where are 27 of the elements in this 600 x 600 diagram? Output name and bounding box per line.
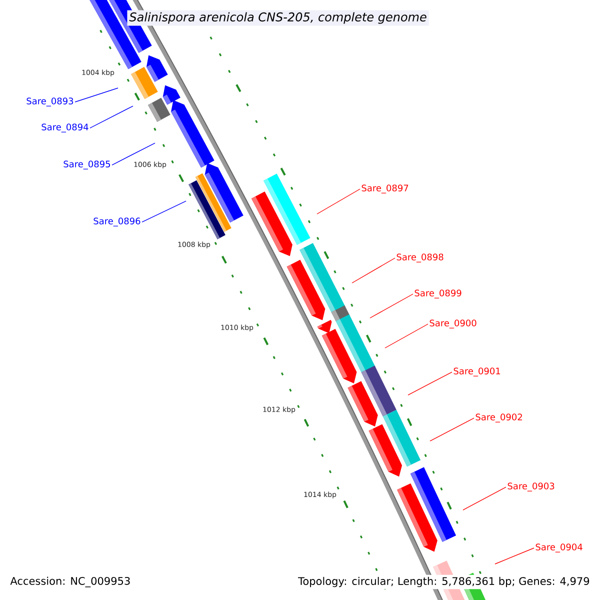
leader-line [408, 372, 452, 396]
gene-label: Sare_0903 [508, 482, 554, 492]
leader-line [316, 188, 360, 214]
gene-label: Sare_0894 [42, 124, 88, 132]
gene-label: Sare_0899 [414, 290, 462, 298]
gene-label: Sare_0904 [536, 544, 582, 552]
title: Salinispora arenicola CNS-205, complete genome [127, 10, 429, 26]
leader-line [430, 418, 474, 442]
info-text: Accession: NC_009953 [10, 576, 130, 588]
info-text: Topology: circular; Length: 5,786,361 bp; Genes: 4,979 [296, 574, 592, 590]
gene-label: Sare_0893 [26, 98, 74, 106]
leader-line [90, 106, 134, 128]
gene-label: Sare_0896 [94, 218, 140, 226]
leader-line [142, 200, 186, 222]
leader-line [74, 88, 118, 102]
gene-label: Sare_0895 [64, 160, 110, 170]
leader-line [112, 142, 156, 166]
gene-label: Sare_0901 [454, 368, 500, 376]
leader-line [352, 258, 396, 284]
leader-line [384, 324, 428, 348]
leader-line [370, 294, 414, 318]
gene-label: Sare_0902 [476, 414, 522, 422]
leader-line [494, 548, 534, 564]
gene-label: Sare_0900 [430, 320, 476, 328]
leader-line [462, 486, 506, 510]
gene-label: Sare_0897 [362, 184, 408, 194]
gene-label: Sare_0898 [396, 254, 444, 262]
